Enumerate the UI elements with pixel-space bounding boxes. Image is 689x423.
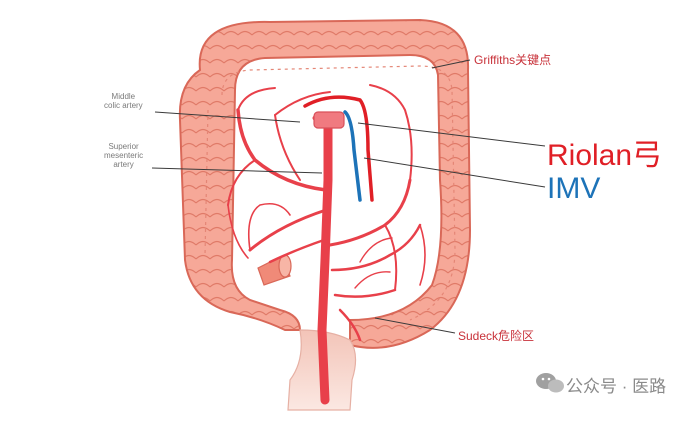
- wechat-icon: [536, 373, 564, 393]
- sma-line1: Superior: [104, 142, 143, 151]
- haustra-outline: [222, 66, 455, 320]
- middle-colic-label: Middle colic artery: [104, 92, 143, 110]
- watermark-text: 公众号 · 医路: [566, 372, 666, 397]
- sma-line2: mesenteric: [104, 151, 143, 160]
- riolan-label: Riolan弓: [547, 130, 662, 174]
- imv-label: IMV: [547, 172, 600, 206]
- aorta-top: [314, 112, 344, 128]
- middle-colic-line1: Middle: [104, 92, 143, 101]
- griffiths-label: Griffiths关键点: [474, 51, 551, 68]
- superior-mesenteric-label: Superior mesenteric artery: [104, 142, 143, 169]
- imv-vein: [345, 112, 360, 200]
- middle-colic-line2: colic artery: [104, 101, 143, 110]
- sma-line3: artery: [104, 160, 143, 169]
- sudeck-label: Sudeck危险区: [458, 327, 534, 344]
- arterial-tree: [228, 85, 425, 400]
